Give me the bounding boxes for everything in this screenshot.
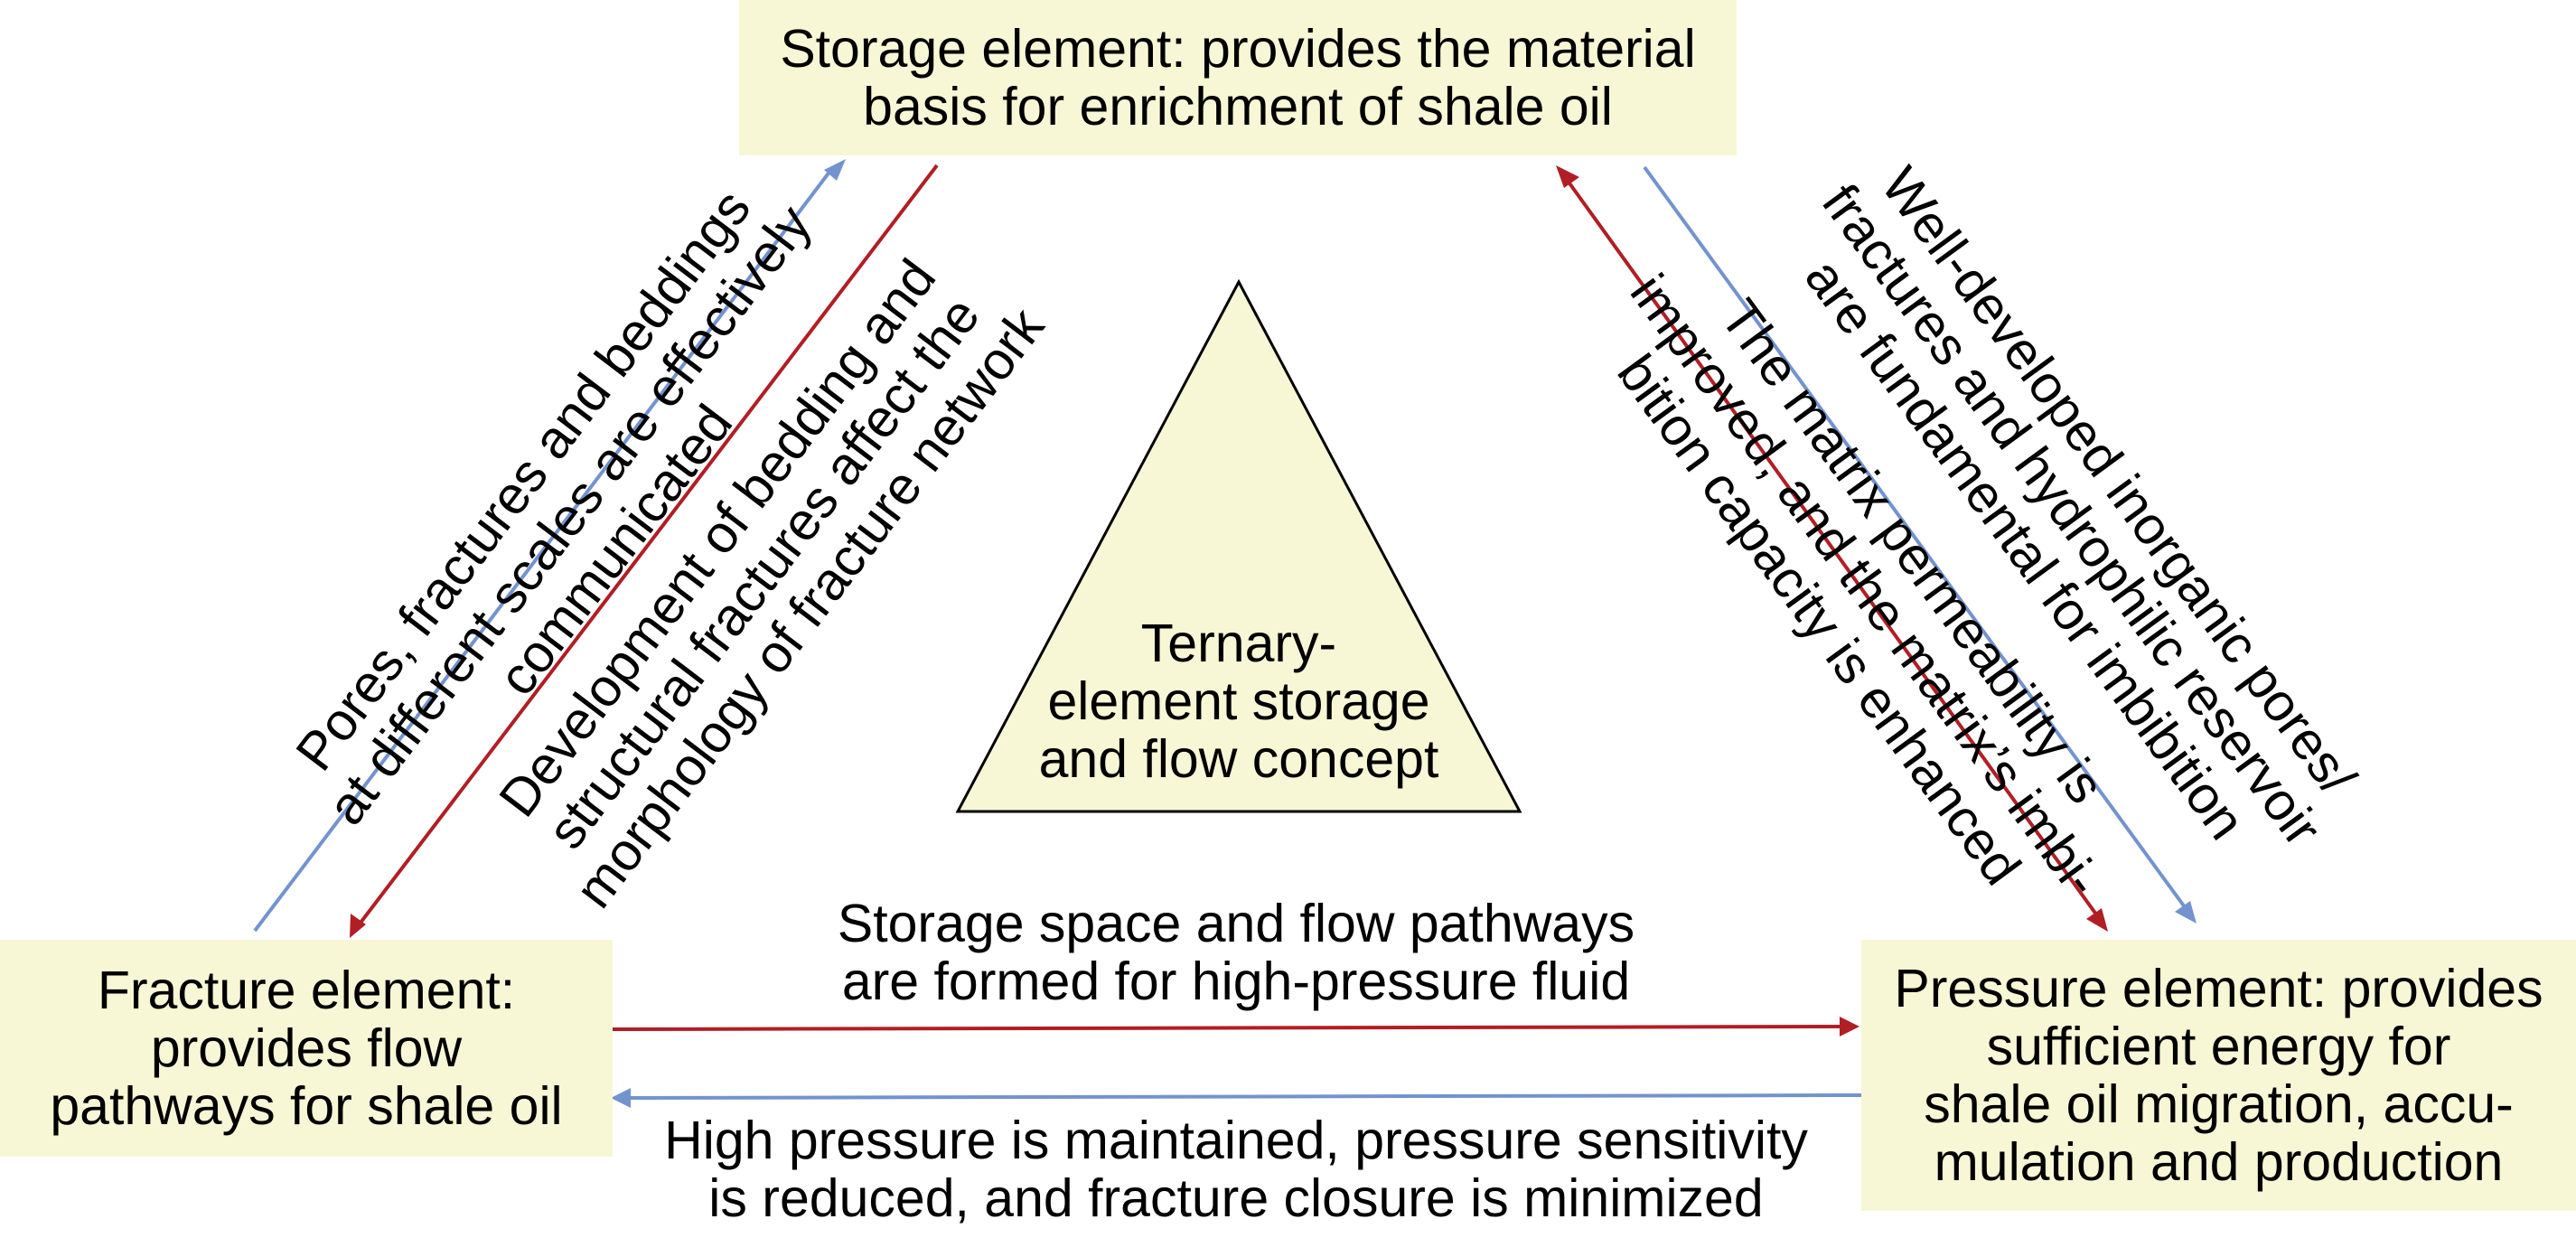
pressure-element-line-3: shale oil migration, accu-	[1924, 1074, 2514, 1134]
pressure-element-line-1: Pressure element: provides	[1894, 959, 2543, 1018]
storage-element-line-1: Storage element: provides the material	[780, 19, 1696, 79]
arrowhead-fracture-to-storage	[824, 159, 846, 181]
arrow-storage-to-fracture	[356, 164, 939, 928]
storage-element-box: Storage element: provides the material b…	[739, 0, 1737, 155]
label-pressure-to-fracture: High pressure is maintained, pressure se…	[604, 1111, 1869, 1227]
center-line-2: element storage	[1047, 671, 1430, 731]
arrowhead-storage-to-fracture	[350, 914, 366, 938]
storage-element-line-2: basis for enrichment of shale oil	[863, 77, 1613, 136]
arrowhead-red-down	[2086, 908, 2108, 932]
fracture-element-line-3: pathways for shale oil	[50, 1076, 563, 1136]
arrow-storage-to-pressure	[1643, 165, 2189, 913]
arrow-pressure-to-fracture	[624, 1093, 1862, 1100]
pressure-element-box: Pressure element: provides sufficient en…	[1861, 940, 2576, 1211]
label-fracture-to-pressure-line-1: Storage space and flow pathways	[837, 894, 1635, 953]
arrowhead-fracture-to-pressure	[1840, 1017, 1859, 1036]
arrowhead-storage-to-pressure	[2175, 901, 2197, 924]
center-line-1: Ternary-	[1140, 614, 1337, 673]
center-triangle	[955, 278, 1522, 813]
pressure-element-line-4: mulation and production	[1934, 1132, 2504, 1192]
center-concept-text: Ternary- element storage and flow concep…	[968, 614, 1510, 788]
label-fracture-to-pressure: Storage space and flow pathways are form…	[694, 895, 1778, 1010]
pressure-element-line-2: sufficient energy for	[1986, 1017, 2451, 1076]
label-pressure-to-fracture-line-2: is reduced, and fracture closure is mini…	[708, 1168, 1764, 1228]
center-line-3: and flow concept	[1038, 729, 1439, 789]
fracture-element-line-2: provides flow	[150, 1018, 463, 1078]
arrow-fracture-to-pressure	[612, 1025, 1844, 1031]
fracture-element-line-1: Fracture element:	[97, 961, 516, 1020]
arrowhead-pressure-to-fracture	[611, 1088, 631, 1108]
arrow-pressure-storage-red	[1566, 179, 2101, 920]
label-fracture-to-pressure-line-2: are formed for high-pressure fluid	[841, 952, 1631, 1011]
fracture-element-box: Fracture element: provides flow pathways…	[0, 940, 613, 1157]
label-pressure-to-fracture-line-1: High pressure is maintained, pressure se…	[664, 1111, 1808, 1170]
arrowhead-red-up	[1556, 165, 1579, 188]
arrow-fracture-to-storage	[253, 165, 835, 933]
